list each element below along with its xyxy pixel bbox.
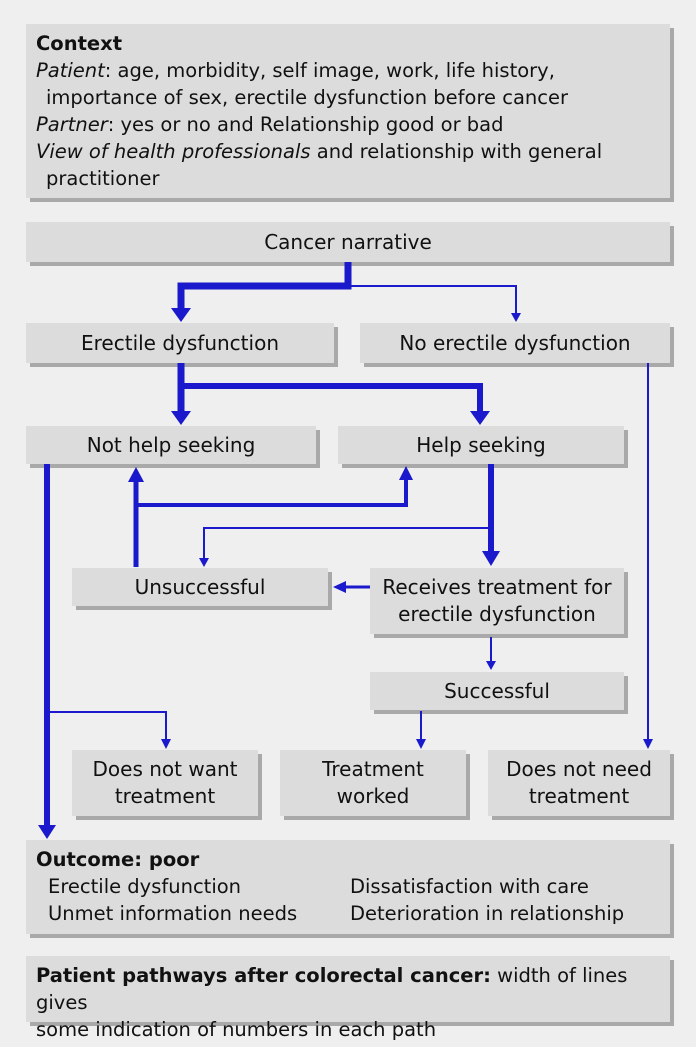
unsuccessful-label: Unsuccessful	[134, 574, 266, 599]
partner-label: Partner	[36, 113, 108, 136]
not-help-seeking-label: Not help seeking	[86, 432, 256, 457]
caption-text-2: some indication of numbers in each path	[36, 1018, 437, 1041]
arrow-cancer-to-no-ed	[348, 285, 517, 314]
arrowhead-outcome	[38, 825, 56, 839]
does-not-need-line1: Does not need	[506, 757, 652, 781]
arrow-help-loop	[203, 527, 491, 560]
help-seeking-label: Help seeking	[416, 432, 546, 457]
view-label: View of health professionals	[36, 140, 311, 163]
patient-text-2: importance of sex, erectile dysfunction …	[46, 86, 568, 109]
outcome-item: Deterioration in relationship	[350, 902, 625, 925]
receives-treatment-line1: Receives treatment for	[382, 575, 612, 599]
does-not-want-treatment-node: Does not want treatment	[72, 750, 258, 816]
does-not-want-line2: treatment	[114, 784, 216, 808]
arrowhead-does-not-want	[161, 739, 171, 749]
treatment-worked-node: Treatment worked	[280, 750, 466, 816]
outcome-title: Outcome: poor	[36, 848, 200, 871]
treatment-worked-line1: Treatment	[322, 757, 424, 781]
no-erectile-dysfunction-node: No erectile dysfunction	[360, 323, 670, 363]
receives-treatment-line2: erectile dysfunction	[398, 602, 596, 626]
unsuccessful-node: Unsuccessful	[72, 568, 328, 606]
outcome-item: Unmet information needs	[48, 902, 298, 925]
caption-panel: Patient pathways after colorectal cancer…	[26, 956, 670, 1041]
arrowhead-worked	[416, 739, 426, 749]
successful-node: Successful	[370, 672, 624, 710]
caption-bold: Patient pathways after colorectal cancer…	[36, 964, 491, 987]
does-not-need-line2: treatment	[528, 784, 630, 808]
cancer-narrative-node: Cancer narrative	[26, 222, 670, 262]
arrowhead-back-help	[399, 466, 413, 480]
no-erectile-dysfunction-label: No erectile dysfunction	[399, 330, 631, 355]
arrowhead-loop	[199, 558, 209, 567]
arrow-ed-to-help	[181, 383, 483, 414]
outcome-item: Erectile dysfunction	[48, 875, 242, 898]
arrowhead-help	[470, 411, 490, 425]
patient-text: : age, morbidity, self image, work, life…	[104, 59, 555, 82]
arrowhead-no-ed	[511, 313, 521, 322]
cancer-narrative-label: Cancer narrative	[264, 229, 432, 254]
view-text: and relationship with general	[310, 140, 603, 163]
treatment-worked-line2: worked	[336, 784, 410, 808]
arrowhead-ed	[171, 308, 191, 322]
does-not-want-line1: Does not want	[92, 757, 238, 781]
erectile-dysfunction-node: Erectile dysfunction	[26, 323, 334, 363]
not-help-seeking-node: Not help seeking	[26, 426, 316, 464]
context-title: Context	[36, 32, 123, 55]
arrowhead-not-help	[171, 411, 191, 425]
patient-label: Patient	[36, 59, 105, 82]
view-text-2: practitioner	[46, 167, 160, 190]
arrow-cancer-to-ed	[177, 262, 352, 312]
receives-treatment-node: Receives treatment for erectile dysfunct…	[370, 568, 624, 634]
arrowhead-successful	[486, 661, 496, 670]
arrowhead-not-need	[643, 739, 653, 749]
arrowhead-unsuccessful	[333, 581, 346, 593]
outcome-panel: Outcome: poor Erectile dysfunction Dissa…	[26, 840, 670, 934]
outcome-item: Dissatisfaction with care	[350, 875, 589, 898]
context-panel: Context Patient: age, morbidity, self im…	[26, 24, 670, 198]
erectile-dysfunction-label: Erectile dysfunction	[81, 330, 279, 355]
help-seeking-node: Help seeking	[338, 426, 624, 464]
arrowhead-treatment	[482, 551, 500, 566]
arrow-unsuccessful-to-help	[136, 478, 408, 507]
does-not-need-treatment-node: Does not need treatment	[488, 750, 670, 816]
arrow-to-does-not-want	[47, 711, 167, 740]
successful-label: Successful	[444, 678, 550, 703]
caption-text-1: width of lines gives	[36, 964, 628, 1014]
arrowhead-back-not-help	[128, 467, 144, 482]
partner-text: : yes or no and Relationship good or bad	[107, 113, 504, 136]
